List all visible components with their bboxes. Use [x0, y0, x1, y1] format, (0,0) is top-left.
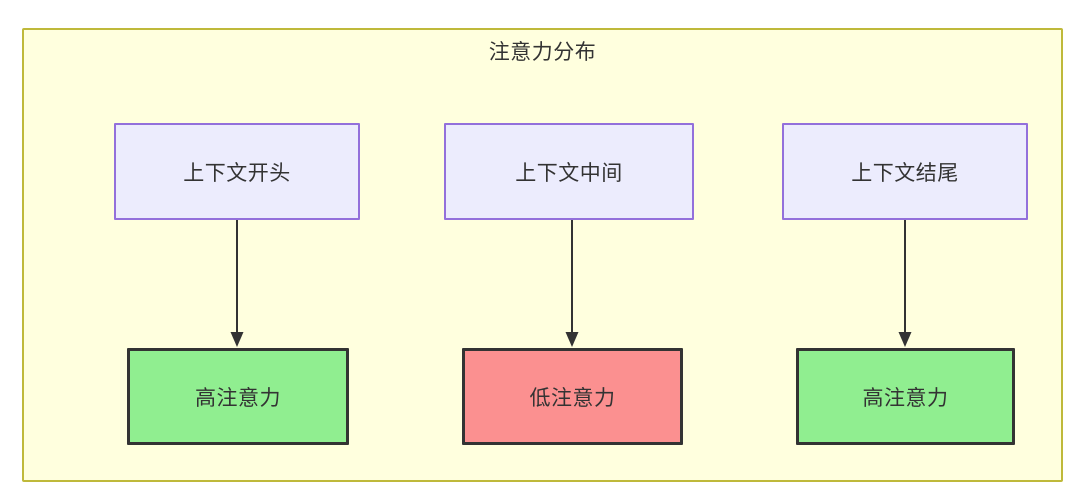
node-context-end[interactable]: 上下文结尾 — [782, 123, 1028, 220]
node-high-attention-beginning[interactable]: 高注意力 — [127, 348, 349, 445]
node-context-beginning[interactable]: 上下文开头 — [114, 123, 360, 220]
arrowhead-down-icon — [898, 332, 912, 347]
node-label: 低注意力 — [529, 386, 616, 410]
node-label: 高注意力 — [862, 386, 949, 410]
edge-end-to-high-attention — [895, 220, 915, 348]
edge-middle-to-low-attention — [562, 220, 582, 348]
node-high-attention-end[interactable]: 高注意力 — [796, 348, 1015, 445]
node-context-middle[interactable]: 上下文中间 — [444, 123, 694, 220]
arrowhead-down-icon — [565, 332, 579, 347]
node-label: 上下文开头 — [183, 161, 291, 185]
node-low-attention-middle[interactable]: 低注意力 — [462, 348, 683, 445]
cluster-title: 注意力分布 — [488, 41, 597, 64]
attention-distribution-cluster: 注意力分布 上下文开头 上下文中间 上下文结尾 — [22, 28, 1063, 482]
arrowhead-down-icon — [230, 332, 244, 347]
node-label: 上下文结尾 — [851, 161, 959, 185]
node-label: 上下文中间 — [515, 161, 623, 185]
edge-beginning-to-high-attention — [227, 220, 247, 348]
node-label: 高注意力 — [195, 386, 281, 410]
